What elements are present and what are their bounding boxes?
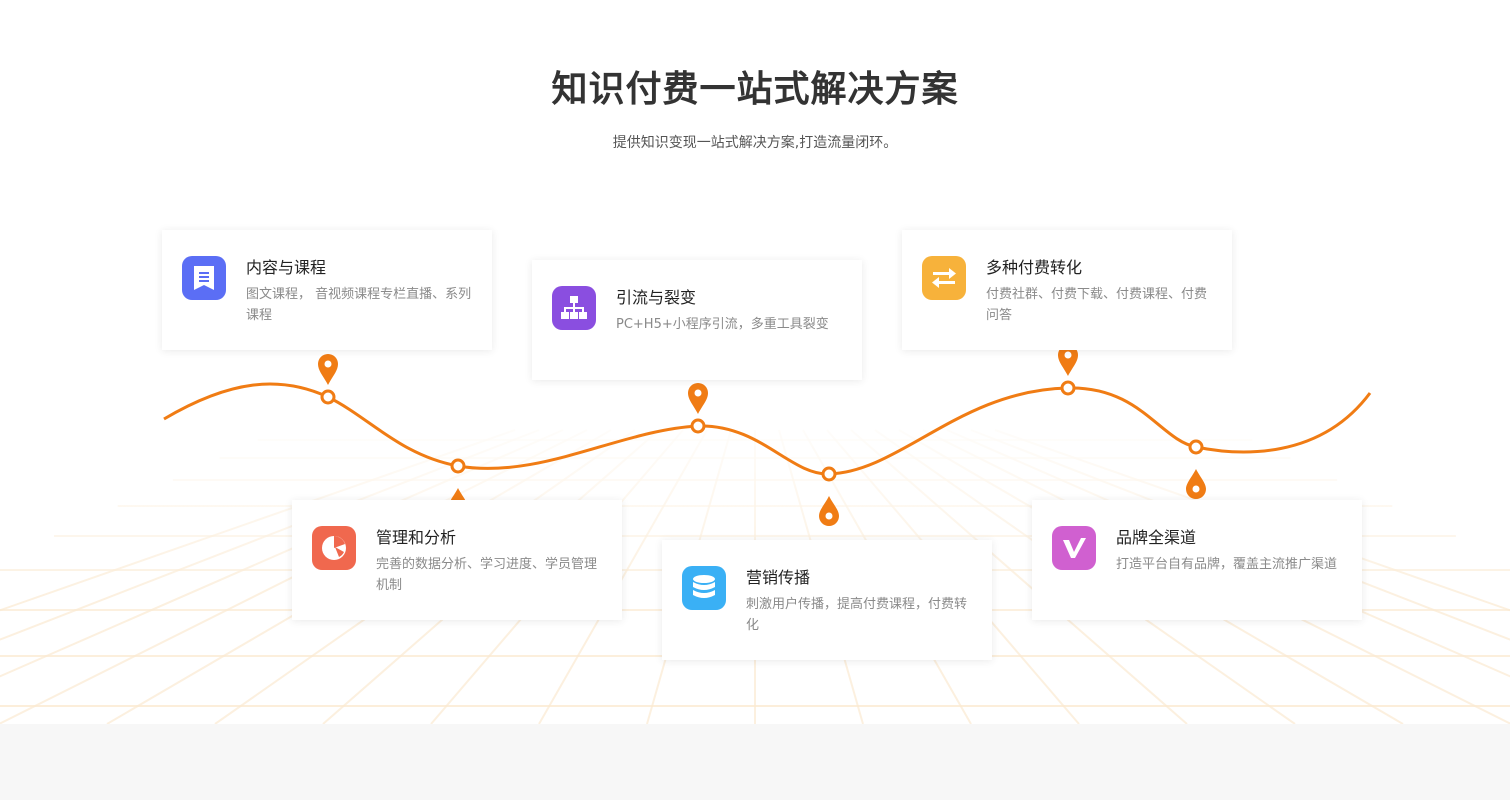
card-marketing-spread[interactable]: 营销传播 刺激用户传播，提高付费课程，付费转化 <box>662 540 992 660</box>
card-title: 营销传播 <box>746 568 811 587</box>
timeline-node <box>1188 439 1204 455</box>
exchange-arrows-icon <box>922 256 966 300</box>
card-brand-channels[interactable]: 品牌全渠道 打造平台自有品牌，覆盖主流推广渠道 <box>1032 500 1362 620</box>
card-title: 多种付费转化 <box>986 258 1083 277</box>
timeline-node <box>1060 380 1076 396</box>
page-title: 知识付费一站式解决方案 <box>551 69 959 110</box>
sitemap-icon <box>552 286 596 330</box>
timeline-node <box>690 418 706 434</box>
map-pin-icon <box>318 353 339 385</box>
card-description: 付费社群、付费下载、付费课程、付费问答 <box>986 287 1208 323</box>
card-description: PC+H5+小程序引流，多重工具裂变 <box>616 317 829 332</box>
map-pin-icon <box>1058 345 1078 376</box>
card-traffic-fission[interactable]: 引流与裂变 PC+H5+小程序引流，多重工具裂变 <box>532 260 862 380</box>
v-letter-icon <box>1052 526 1096 570</box>
card-description: 打造平台自有品牌，覆盖主流推广渠道 <box>1116 557 1338 572</box>
database-icon <box>682 566 726 610</box>
timeline-node <box>320 389 336 405</box>
card-paid-conversion[interactable]: 多种付费转化 付费社群、付费下载、付费课程、付费问答 <box>902 230 1232 350</box>
card-title: 内容与课程 <box>246 258 327 277</box>
card-title: 品牌全渠道 <box>1116 528 1197 547</box>
timeline-node <box>450 458 466 474</box>
card-title: 引流与裂变 <box>616 288 697 307</box>
pie-chart-icon <box>312 526 356 570</box>
card-management-analysis[interactable]: 管理和分析 完善的数据分析、学习进度、学员管理机制 <box>292 500 622 620</box>
card-description: 图文课程， 音视频课程专栏直播、系列课程 <box>246 287 472 323</box>
document-icon <box>182 256 226 300</box>
footer-band <box>0 724 1510 800</box>
card-title: 管理和分析 <box>376 528 457 547</box>
timeline-wave <box>163 345 1372 526</box>
wave-path <box>163 382 1372 476</box>
card-description: 完善的数据分析、学习进度、学员管理机制 <box>376 557 598 593</box>
timeline-node <box>821 466 837 482</box>
map-pin-icon <box>688 383 708 414</box>
card-description: 刺激用户传播，提高付费课程，付费转化 <box>746 597 968 633</box>
card-content-courses[interactable]: 内容与课程 图文课程， 音视频课程专栏直播、系列课程 <box>162 230 492 350</box>
map-pin-icon <box>819 496 839 526</box>
map-pin-icon <box>1186 469 1206 499</box>
page-subtitle: 提供知识变现一站式解决方案,打造流量闭环。 <box>612 135 898 151</box>
